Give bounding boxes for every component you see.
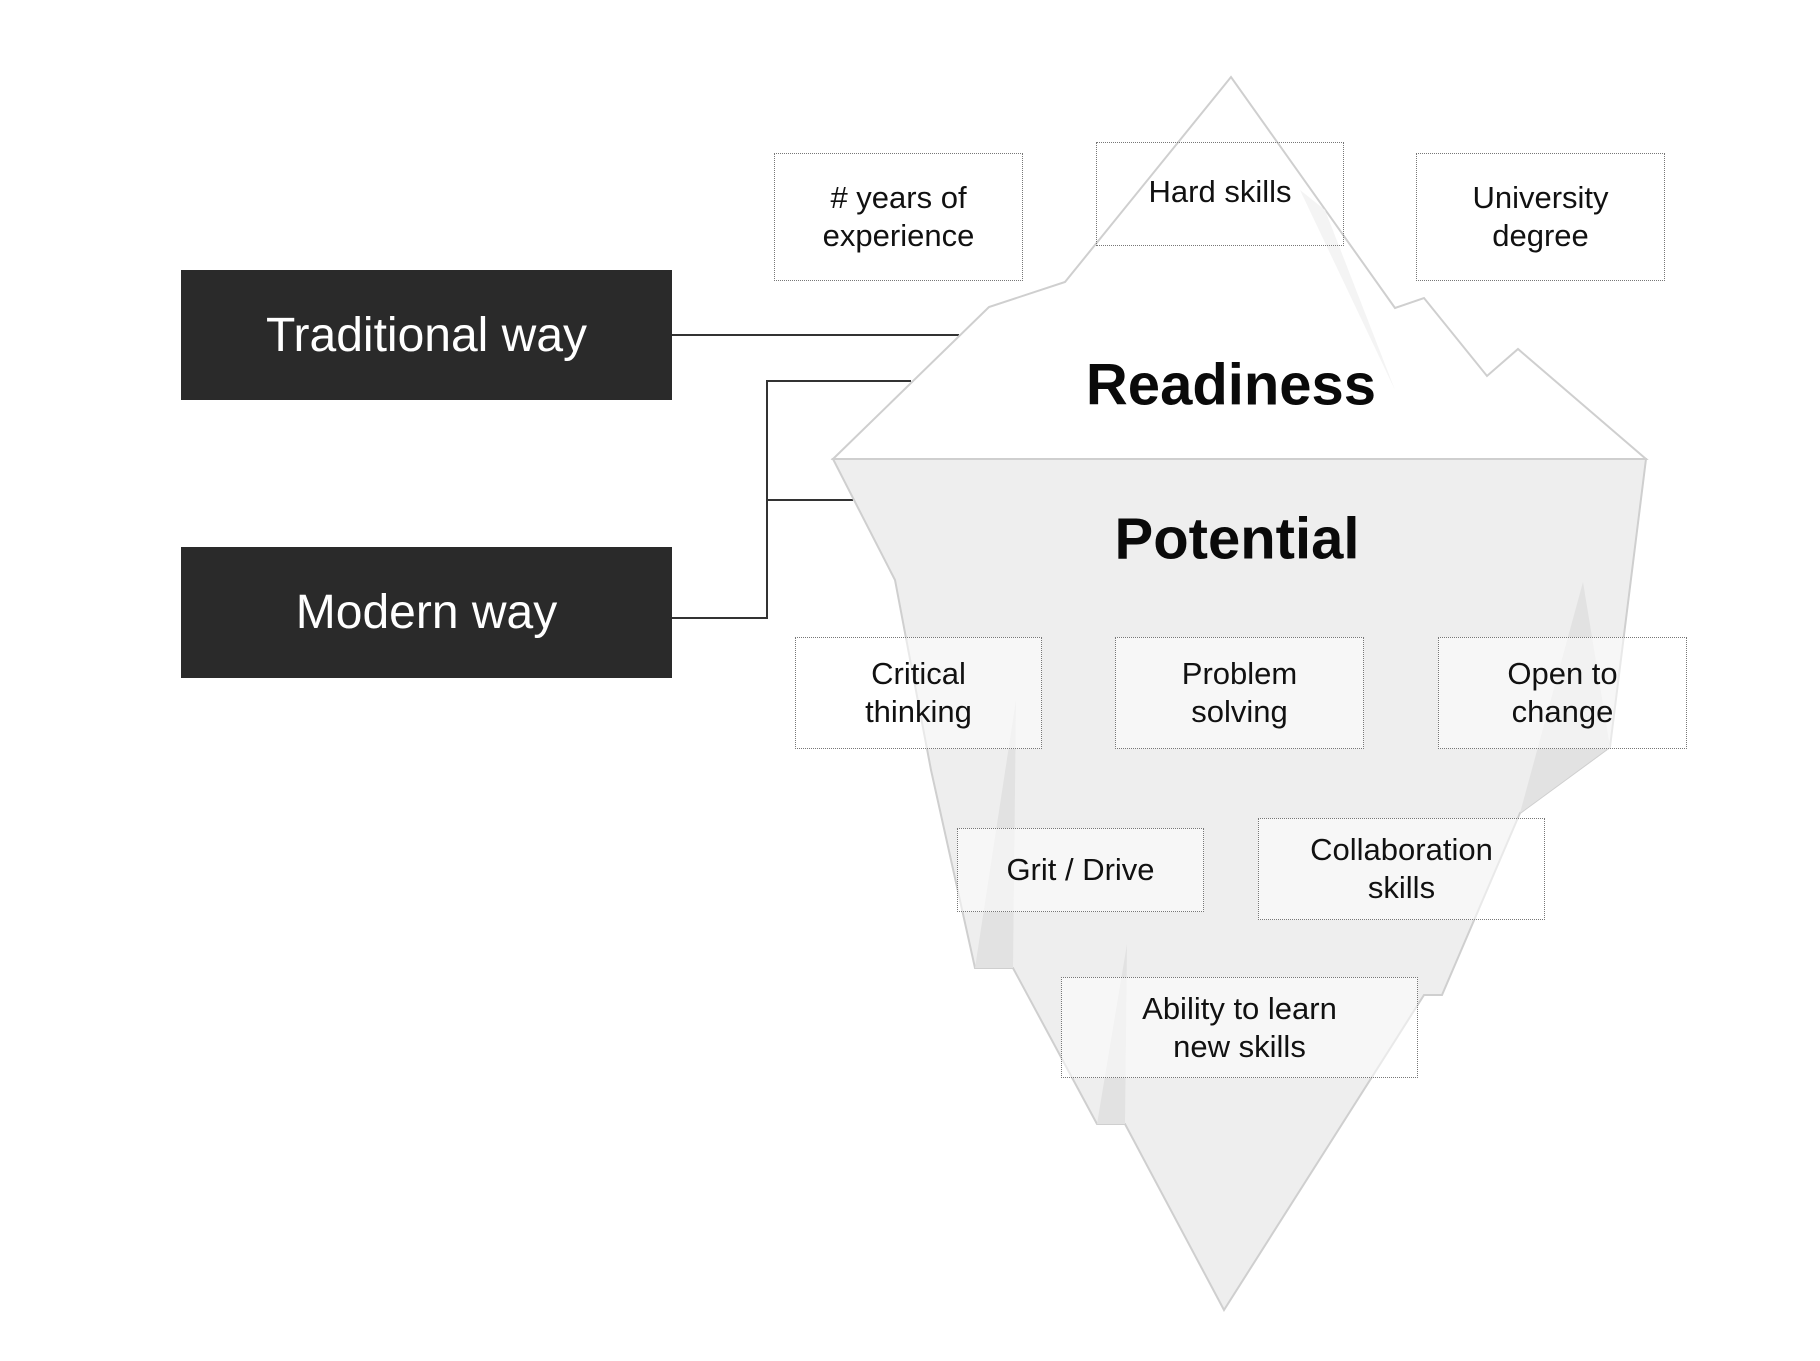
potential-item-collaboration-skills: Collaboration skills (1258, 818, 1545, 920)
potential-item-problem-solving: Problem solving (1115, 637, 1364, 749)
modern-way-label: Modern way (295, 586, 558, 639)
iceberg-facet-top (1300, 190, 1395, 390)
connector-lines (672, 334, 959, 619)
modern-way-box: Modern way (181, 547, 672, 678)
readiness-label: Readiness (1085, 352, 1377, 418)
potential-item-grit-drive: Grit / Drive (957, 828, 1204, 912)
readiness-item-university-degree: University degree (1416, 153, 1665, 281)
iceberg-above-water (830, 75, 1649, 460)
potential-label: Potential (1114, 506, 1360, 572)
potential-item-open-to-change: Open to change (1438, 637, 1687, 749)
readiness-item-hard-skills: Hard skills (1096, 142, 1344, 246)
potential-item-critical-thinking: Critical thinking (795, 637, 1042, 749)
potential-item-ability-to-learn: Ability to learn new skills (1061, 977, 1418, 1078)
readiness-item-experience: # years of experience (774, 153, 1023, 281)
traditional-way-box: Traditional way (181, 270, 672, 400)
traditional-way-label: Traditional way (265, 308, 588, 362)
